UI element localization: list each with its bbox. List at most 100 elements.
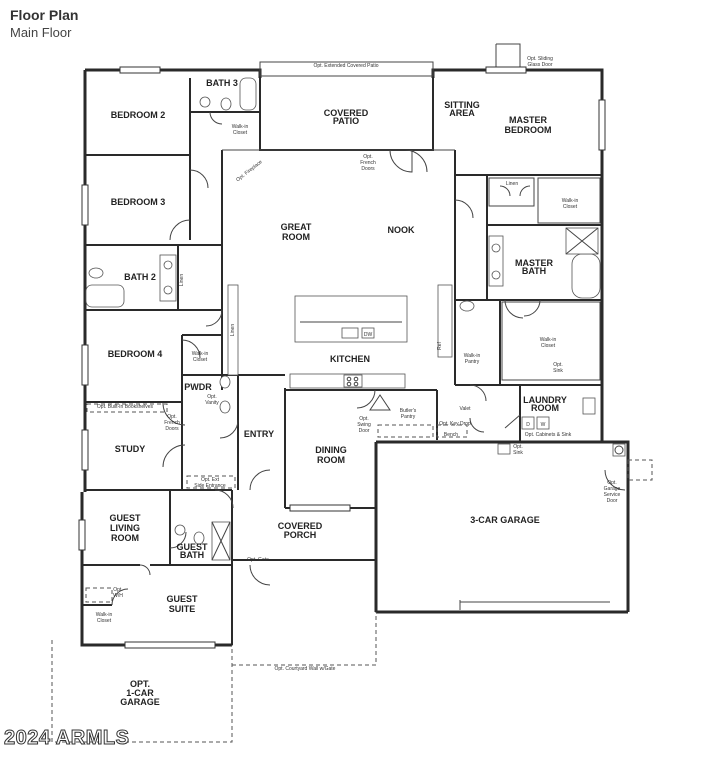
label-laundry-1: LAUNDRY: [523, 395, 567, 405]
label-covered-patio-1: COVERED: [324, 108, 369, 118]
label-master-bath-1: MASTER: [515, 258, 554, 268]
windows: [78, 66, 606, 649]
note-vanity-2: Vanity: [205, 400, 219, 406]
note-walkin-bath3-1: Walk-in: [232, 124, 249, 130]
note-guest-closet-1: Walk-in: [96, 612, 113, 618]
label-guest-bath-2: BATH: [180, 550, 204, 560]
label-entry: ENTRY: [244, 429, 274, 439]
note-master-closet-2: Closet: [563, 204, 578, 210]
label-nook: NOOK: [388, 225, 416, 235]
label-covered-patio-2: PATIO: [333, 116, 359, 126]
note-french-doors-1: Opt.: [363, 154, 372, 160]
island-sink: [341, 327, 359, 339]
label-bedroom-3: BEDROOM 3: [111, 197, 166, 207]
label-guest-suite-1: GUEST: [166, 594, 198, 604]
note-study-french-1: Opt.: [167, 414, 176, 420]
note-cabinets-sink: Opt. Cabinets & Sink: [525, 432, 572, 438]
note-side-entrance-2: Side Entrance: [194, 483, 226, 489]
label-garage: 3-CAR GARAGE: [470, 515, 540, 525]
pwdr-sink: [219, 400, 231, 414]
opt-extended-patio-outline: [259, 61, 434, 77]
dryer-icon: [521, 416, 535, 430]
label-guest-bath-1: GUEST: [176, 542, 208, 552]
label-guest-living-1: GUEST: [109, 513, 141, 523]
bath2-toilet: [88, 267, 104, 279]
master-walkin-2: [501, 301, 601, 381]
butlers-pantry-counter: [377, 424, 434, 438]
note-master-closet2-2: Closet: [541, 343, 556, 349]
note-vanity-1: Opt.: [207, 394, 216, 400]
note-pantry-1: Walk-in: [464, 353, 481, 359]
note-linen-bath2: Linen: [179, 274, 185, 286]
label-guest-suite-2: SUITE: [169, 604, 196, 614]
label-covered-porch-2: PORCH: [284, 530, 317, 540]
bath3-tub: [239, 77, 257, 111]
note-swing-door-2: Swing: [357, 422, 371, 428]
label-master-bath-2: BATH: [522, 266, 546, 276]
note-opt-gate: Opt. Gate: [247, 557, 269, 563]
dishwasher: [361, 327, 375, 339]
note-swing-door-3: Door: [359, 428, 370, 434]
label-study: STUDY: [115, 444, 146, 454]
pwdr-toilet: [219, 375, 231, 389]
label-covered-porch-1: COVERED: [278, 521, 323, 531]
label-master-bedroom-2: BEDROOM: [505, 125, 552, 135]
note-sliding-door-1: Opt. Sliding: [527, 56, 553, 62]
note-swing-door-1: Opt.: [359, 416, 368, 422]
note-opt-sink-2: Sink: [553, 368, 563, 374]
watermark: 2024 ARMLS: [3, 727, 130, 750]
note-master-closet-1: Walk-in: [562, 198, 579, 204]
note-service-door-4: Door: [607, 498, 618, 504]
note-garage-sink-1: Opt.: [513, 444, 522, 450]
label-master-bedroom-1: MASTER: [509, 115, 548, 125]
label-dining-1: DINING: [315, 445, 347, 455]
note-fireplace: Opt. Fireplace: [235, 159, 264, 183]
side-entrance-outline: [186, 475, 236, 489]
note-study-french-2: French: [164, 420, 180, 426]
note-study-french-3: Doors: [165, 426, 179, 432]
note-ref: Ref: [437, 341, 443, 349]
garage-service-door-outline: [627, 459, 653, 481]
interior-walls: [82, 78, 602, 645]
note-guest-closet-2: Closet: [97, 618, 112, 624]
label-opt-garage-3: GARAGE: [120, 697, 160, 707]
guest-sink: [174, 524, 186, 536]
label-guest-living-3: ROOM: [111, 533, 139, 543]
label-pwdr: PWDR: [184, 382, 212, 392]
label-kitchen: KITCHEN: [330, 354, 370, 364]
label-dining-2: ROOM: [317, 455, 345, 465]
note-bookshelf: Opt. Built-In Bookshelves: [97, 404, 154, 410]
note-linen-kitchen: Linen: [230, 324, 236, 336]
guest-toilet: [193, 531, 205, 545]
laundry-sink: [582, 397, 596, 415]
note-opt-sink-1: Opt.: [553, 362, 562, 368]
chimney-wall: [495, 43, 521, 70]
label-sitting-area-2: AREA: [449, 108, 475, 118]
label-opt-garage-2: 1-CAR: [126, 688, 154, 698]
note-dryer: D: [526, 422, 530, 428]
note-bed4-closet-2: Closet: [193, 357, 208, 363]
note-washer: W: [541, 422, 546, 428]
note-linen-master: Linen: [506, 181, 518, 187]
note-service-door-2: Garage: [604, 486, 621, 492]
note-french-doors-2: French: [360, 160, 376, 166]
label-opt-garage-1: OPT.: [130, 679, 150, 689]
label-bedroom-4: BEDROOM 4: [108, 349, 163, 359]
built-in-bookshelf: [86, 403, 168, 413]
note-wh-2: W/H: [113, 593, 123, 599]
courtyard-wall: [232, 612, 377, 666]
label-sitting-area-1: SITTING: [444, 100, 480, 110]
note-dw: DW: [364, 332, 373, 338]
note-bed4-closet-1: Walk-in: [192, 351, 209, 357]
opt-garage-outline: [51, 640, 233, 743]
note-butler-2: Pantry: [401, 414, 416, 420]
garage-sink: [497, 443, 511, 455]
master-toilet: [459, 300, 475, 312]
note-pantry-2: Pantry: [465, 359, 480, 365]
bath3-toilet: [220, 97, 232, 111]
master-tub: [571, 253, 601, 299]
label-bedroom-2: BEDROOM 2: [111, 110, 166, 120]
guest-opt-wh: [85, 587, 113, 603]
note-side-entrance-1: Opt. Ext: [201, 477, 220, 483]
